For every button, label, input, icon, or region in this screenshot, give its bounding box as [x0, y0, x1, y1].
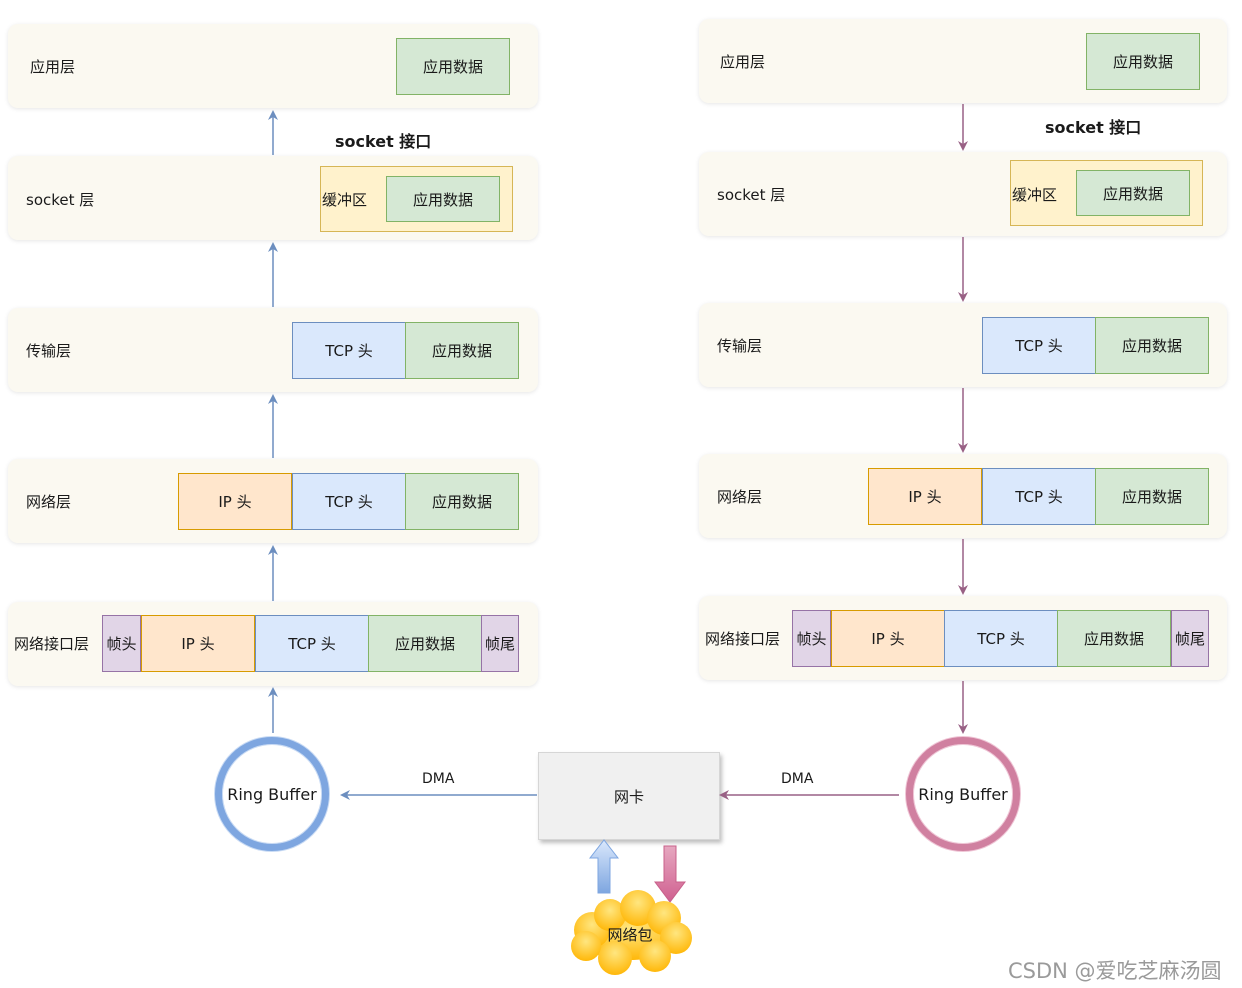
left-buffer-label: 缓冲区	[322, 191, 368, 209]
left-transport-tcp-header: TCP 头	[292, 322, 406, 379]
right-link-layer-label: 网络接口层	[705, 630, 781, 648]
packet-down-arrow	[654, 845, 686, 903]
right-network-layer-label: 网络层	[717, 488, 763, 506]
right-transport-app-data: 应用数据	[1095, 317, 1209, 374]
left-dma-label: DMA	[422, 771, 455, 787]
right-link-frame-header: 帧头	[792, 610, 831, 667]
left-network-layer-label: 网络层	[26, 493, 72, 511]
left-link-ip-header: IP 头	[141, 615, 255, 672]
left-socket-app-data: 应用数据	[386, 176, 500, 222]
right-transport-layer-label: 传输层	[717, 337, 763, 355]
left-link-tcp-header: TCP 头	[255, 615, 369, 672]
right-ring-buffer: Ring Buffer	[906, 737, 1020, 851]
left-transport-app-data: 应用数据	[405, 322, 519, 379]
packet-label: 网络包	[607, 926, 653, 944]
left-link-app-data: 应用数据	[368, 615, 482, 672]
left-link-frame-header: 帧头	[102, 615, 141, 672]
left-socket-interface-title: socket 接口	[335, 132, 432, 151]
left-app-data: 应用数据	[396, 38, 510, 95]
nic-box: 网卡	[538, 752, 720, 840]
right-socket-interface-title: socket 接口	[1045, 118, 1142, 137]
right-application-layer-label: 应用层	[720, 53, 766, 71]
right-link-ip-header: IP 头	[831, 610, 945, 667]
left-socket-layer-label: socket 层	[26, 191, 95, 209]
left-link-frame-trailer: 帧尾	[481, 615, 519, 672]
right-link-frame-trailer: 帧尾	[1171, 610, 1209, 667]
right-buffer-label: 缓冲区	[1012, 186, 1058, 204]
left-transport-layer-label: 传输层	[26, 342, 72, 360]
right-socket-layer-label: socket 层	[717, 186, 786, 204]
right-link-app-data: 应用数据	[1057, 610, 1171, 667]
right-network-tcp-header: TCP 头	[982, 468, 1096, 525]
watermark: CSDN @爱吃芝麻汤圆	[1008, 959, 1222, 983]
left-ring-buffer: Ring Buffer	[215, 737, 329, 851]
right-network-app-data: 应用数据	[1095, 468, 1209, 525]
left-application-layer-label: 应用层	[30, 58, 76, 76]
right-transport-tcp-header: TCP 头	[982, 317, 1096, 374]
right-network-ip-header: IP 头	[868, 468, 982, 525]
right-socket-app-data: 应用数据	[1076, 170, 1190, 216]
packet-cloud	[571, 890, 692, 975]
right-app-data: 应用数据	[1086, 33, 1200, 90]
right-dma-label: DMA	[781, 771, 814, 787]
packet-up-arrow	[588, 839, 620, 894]
left-link-layer-label: 网络接口层	[14, 635, 90, 653]
left-network-tcp-header: TCP 头	[292, 473, 406, 530]
left-network-ip-header: IP 头	[178, 473, 292, 530]
left-network-app-data: 应用数据	[405, 473, 519, 530]
